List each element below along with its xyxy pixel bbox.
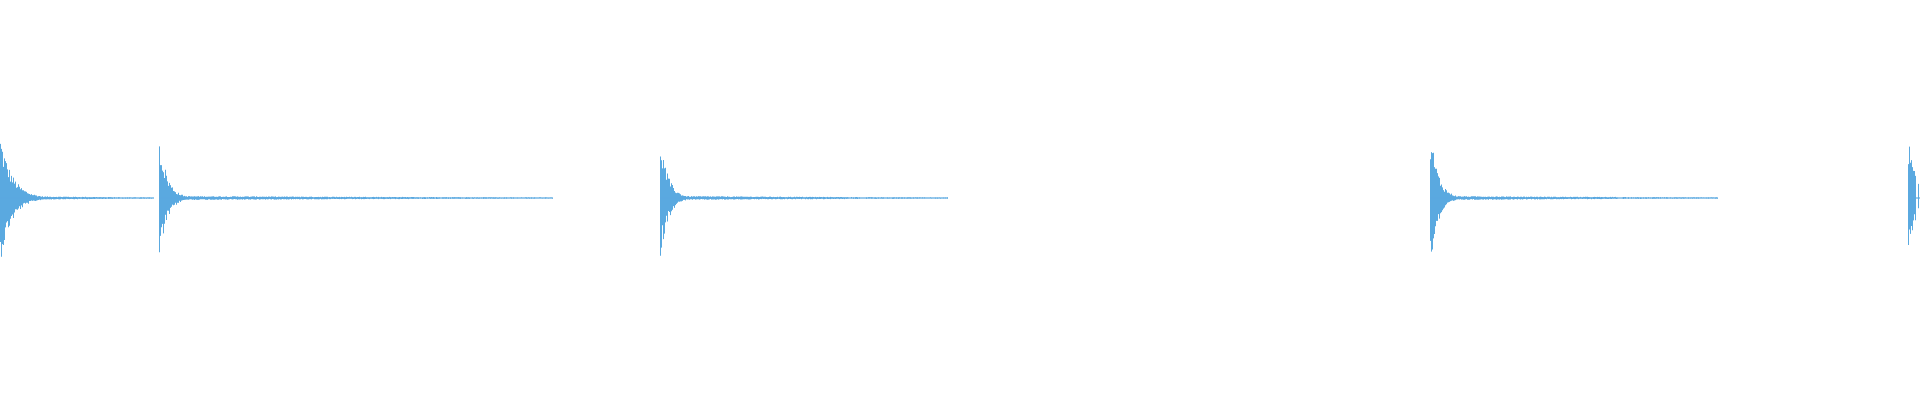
waveform-transients: [0, 143, 1920, 257]
waveform-transient-path: [1430, 152, 1718, 252]
waveform-transient-path: [660, 156, 948, 256]
waveform-transient-2: [159, 146, 553, 253]
waveform-transient-4: [1430, 152, 1718, 252]
waveform-transient-path: [0, 143, 154, 257]
waveform-transient-1: [0, 143, 154, 257]
waveform-transient-path: [1908, 146, 1919, 245]
waveform-transient-path: [159, 146, 553, 253]
waveform-transient-5: [1908, 146, 1920, 245]
waveform-transient-3: [660, 156, 948, 256]
